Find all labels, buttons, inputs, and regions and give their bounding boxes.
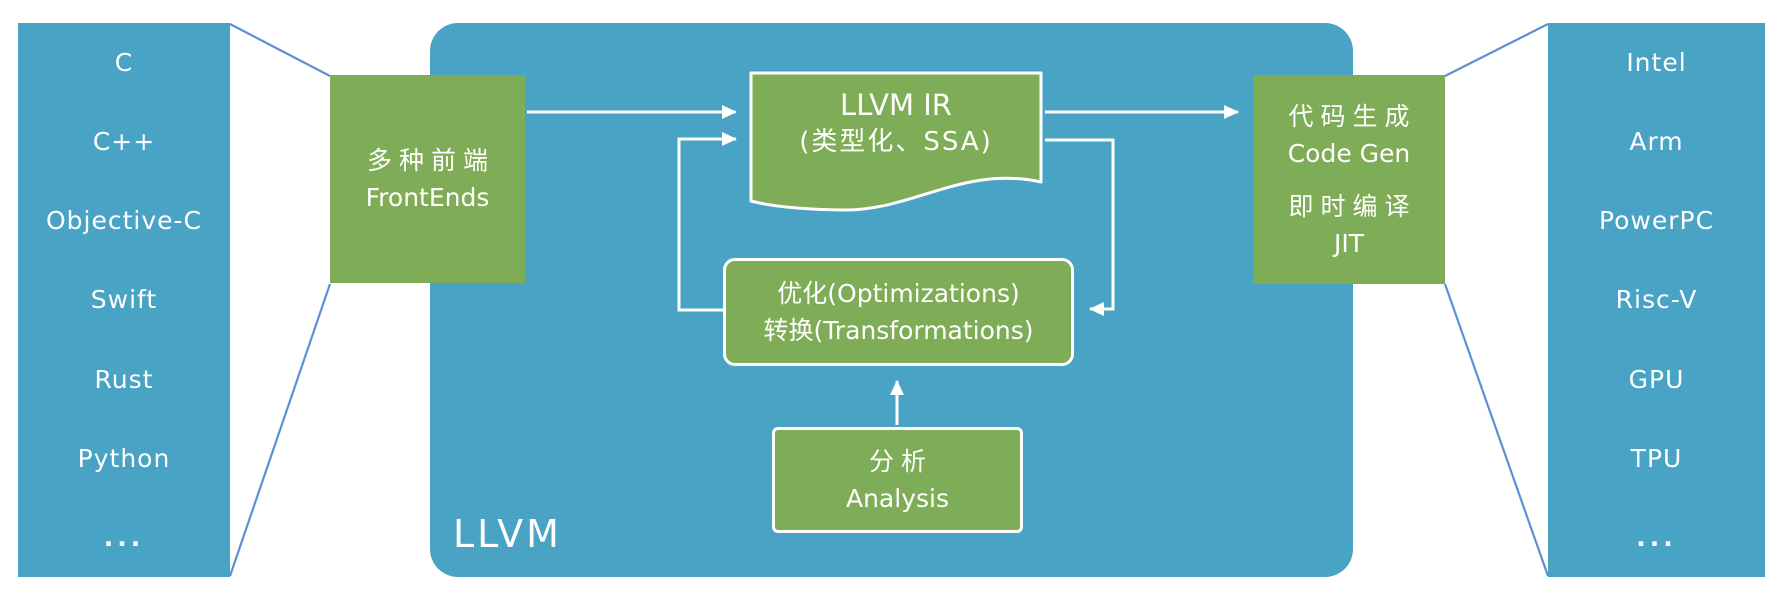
llvm-ir-label: LLVM IR (类型化、SSA) <box>751 87 1041 160</box>
connector-left-panel-bottom <box>228 283 332 577</box>
target-architectures-panel: Intel Arm PowerPC Risc-V GPU TPU ... <box>1548 23 1765 577</box>
target-item: Arm <box>1629 127 1684 157</box>
connector-left-panel-top <box>229 23 331 77</box>
analysis-label-cn: 分析 <box>868 447 933 476</box>
llvm-ir-label-title: LLVM IR <box>840 88 952 122</box>
source-language-item: Rust <box>94 364 154 394</box>
optimizations-box: 优化(Optimizations) 转换(Transformations) <box>723 258 1074 366</box>
frontends-label-en: FrontEnds <box>365 183 490 212</box>
target-ellipsis: ... <box>1636 522 1677 552</box>
connector-right-panel-top <box>1444 23 1549 77</box>
frontends-label-cn: 多种前端 <box>366 146 495 175</box>
connector-right-panel-bottom <box>1443 283 1550 577</box>
source-language-item: C++ <box>92 127 156 157</box>
source-language-item: C <box>114 48 134 78</box>
arrow-ir-to-optimizations <box>1045 138 1115 316</box>
source-language-item: Python <box>77 443 171 473</box>
target-item: Risc-V <box>1615 285 1698 315</box>
source-language-item: Objective-C <box>45 206 203 236</box>
arrow-optimizations-to-ir <box>677 132 737 312</box>
transformations-label: 转换(Transformations) <box>763 316 1034 345</box>
codegen-box: 代码生成 Code Gen 即时编译 JIT <box>1253 75 1445 284</box>
codegen-label-cn: 代码生成 <box>1288 101 1417 131</box>
llvm-ir-label-subtitle: (类型化、SSA) <box>799 127 993 157</box>
frontends-box: 多种前端 FrontEnds <box>330 75 525 283</box>
jit-label-cn: 即时编译 <box>1288 191 1417 221</box>
source-language-item: Swift <box>90 285 158 315</box>
llvm-ir-box <box>749 71 1043 212</box>
source-language-ellipsis: ... <box>103 522 145 552</box>
optimizations-label: 优化(Optimizations) <box>777 279 1020 308</box>
jit-label-en: JIT <box>1333 228 1365 258</box>
analysis-box: 分析 Analysis <box>772 427 1023 533</box>
analysis-label-en: Analysis <box>845 484 949 513</box>
codegen-label-en: Code Gen <box>1287 138 1411 168</box>
target-item: TPU <box>1630 443 1683 473</box>
llvm-ir-document-shape <box>749 71 1043 212</box>
llvm-container-label: LLVM <box>453 512 562 556</box>
target-item: Intel <box>1626 48 1687 78</box>
target-item: PowerPC <box>1598 206 1715 236</box>
source-languages-panel: C C++ Objective-C Swift Rust Python ... <box>18 23 230 577</box>
target-item: GPU <box>1628 364 1685 394</box>
